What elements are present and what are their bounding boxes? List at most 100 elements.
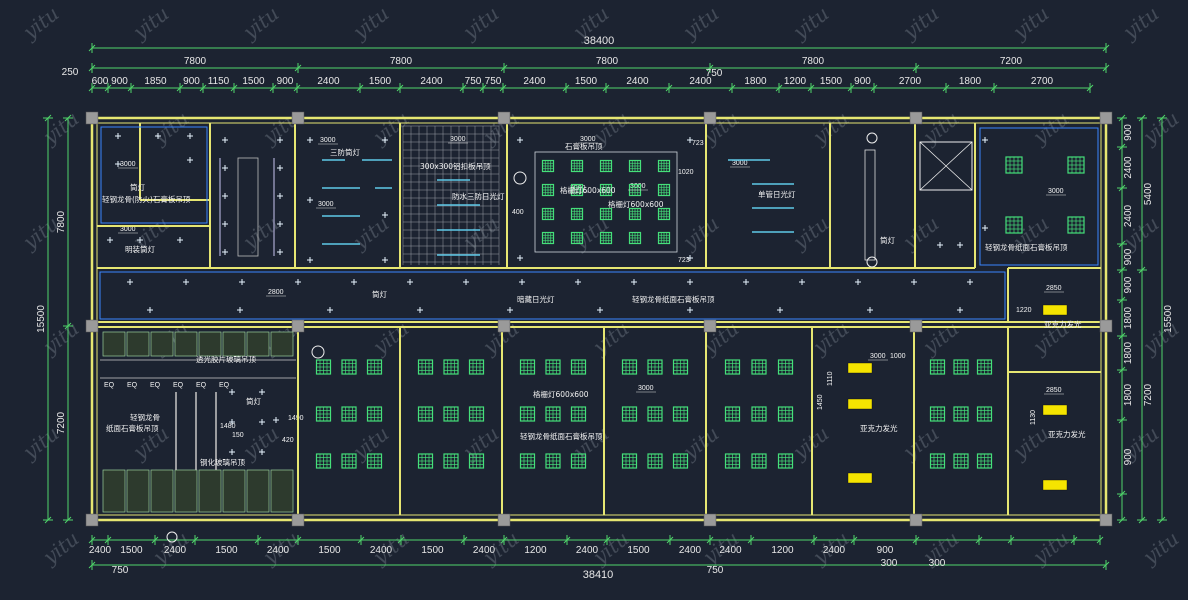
structural-column bbox=[291, 111, 305, 125]
dim-bottom-detail-slash bbox=[706, 536, 714, 544]
grille-light-icon bbox=[1067, 156, 1085, 174]
dim-right-detail-label: 2400 bbox=[1123, 204, 1134, 227]
downlight-icon bbox=[222, 193, 228, 199]
dim-top-bays-slash bbox=[294, 64, 302, 72]
dim-top-detail-slash bbox=[990, 84, 998, 92]
grille-light-icon bbox=[541, 183, 555, 197]
dim-top-detail-slash bbox=[775, 84, 783, 92]
grille-light-icon bbox=[599, 159, 613, 173]
dim-bottom-detail-label: 1200 bbox=[524, 545, 547, 556]
grille-light-icon bbox=[929, 406, 946, 422]
ceiling-height-mark: 2800 bbox=[268, 289, 284, 296]
dim-left-bays-slash bbox=[64, 114, 72, 122]
aluminum-grid-ceiling bbox=[402, 125, 500, 265]
dim-right-detail-slash bbox=[1118, 490, 1126, 498]
downlight-icon bbox=[517, 137, 523, 143]
dim-bottom-detail-label: 1500 bbox=[627, 545, 650, 556]
grille-light-icon bbox=[672, 406, 689, 422]
dim-bottom-detail-label: 2400 bbox=[823, 545, 846, 556]
label-gypsum-ceiling-right: 轻钢龙骨纸面石膏板吊顶 bbox=[985, 242, 1068, 252]
downlight-icon bbox=[517, 255, 523, 261]
grille-light-icon bbox=[628, 207, 642, 221]
grille-light-icon bbox=[599, 183, 613, 197]
label-mineral-wood-ceiling: 透光胶片玻璃吊顶 bbox=[196, 354, 256, 364]
label-open-downlight: 明装筒灯 bbox=[125, 244, 155, 254]
dim-right-detail-label: 2400 bbox=[1123, 156, 1134, 179]
gypsum-ceiling-panel bbox=[534, 151, 678, 253]
grille-light-icon bbox=[315, 406, 332, 422]
grille-light-icon bbox=[545, 359, 561, 375]
grille-light-icon bbox=[541, 231, 555, 245]
dim-right-detail-slash bbox=[1118, 296, 1126, 304]
label-gypsum-ceiling-top-left: 轻钢龙骨(防火)石膏板吊顶 bbox=[102, 194, 191, 204]
dim-bottom-detail-slash bbox=[151, 536, 159, 544]
glass-panel bbox=[270, 331, 294, 357]
grille-light-icon bbox=[751, 406, 767, 422]
eq-mark: EQ bbox=[104, 382, 115, 389]
structural-column bbox=[1099, 513, 1113, 527]
downlight-icon bbox=[259, 449, 265, 455]
grille-light-icon bbox=[657, 207, 671, 221]
downlight-icon bbox=[417, 307, 423, 313]
dim-left-total-slash bbox=[44, 516, 52, 524]
downlight-icon bbox=[307, 197, 313, 203]
dim-top-bays-label: 7200 bbox=[1000, 56, 1023, 67]
label-downlight-bottom-left: 筒灯 bbox=[246, 396, 261, 406]
grille-light-icon bbox=[366, 359, 383, 375]
dim-top-detail-label: 900 bbox=[854, 76, 871, 87]
dim-bottom-detail-slash bbox=[397, 536, 405, 544]
grille-light-icon bbox=[417, 406, 434, 422]
dim-bottom-detail-label: 2400 bbox=[89, 545, 112, 556]
grille-light-icon bbox=[777, 359, 794, 375]
glass-panel bbox=[150, 331, 174, 357]
label-triproof-tube: 防水三防日光灯 bbox=[452, 191, 505, 201]
grille-light-icon bbox=[468, 406, 485, 422]
dim-bottom-detail-label: 1500 bbox=[421, 545, 444, 556]
sprinkler-icon bbox=[166, 531, 178, 543]
exterior-wall bbox=[90, 116, 1108, 522]
downlight-icon bbox=[982, 137, 988, 143]
dim-bottom-detail-label: 2400 bbox=[267, 545, 290, 556]
dim-top-bays-label: 7800 bbox=[390, 56, 413, 67]
downlight-icon bbox=[382, 212, 388, 218]
stair-rail bbox=[864, 149, 876, 261]
label-strong-light-a: 亚克力发光 bbox=[860, 423, 898, 433]
dimension-note: 1020 bbox=[678, 169, 694, 176]
ceiling-height-mark: 3000 bbox=[580, 136, 596, 143]
dim-right-detail-label: 900 bbox=[1123, 124, 1134, 141]
downlight-icon bbox=[957, 242, 963, 248]
dim-right-detail-slash bbox=[1118, 184, 1126, 192]
downlight-icon bbox=[222, 249, 228, 255]
dim-top-detail-label: 2400 bbox=[317, 76, 340, 87]
dim-bottom-detail-label: 2400 bbox=[719, 545, 742, 556]
acrylic-light-panel bbox=[1042, 304, 1068, 316]
dim-top-detail-slash bbox=[199, 84, 207, 92]
downlight-icon bbox=[115, 133, 121, 139]
grille-light-icon bbox=[599, 207, 613, 221]
grille-light-icon bbox=[777, 406, 794, 422]
downlight-icon bbox=[222, 165, 228, 171]
grille-light-icon bbox=[672, 453, 689, 469]
label-single-tube: 单管日光灯 bbox=[758, 189, 796, 199]
downlight-icon bbox=[222, 137, 228, 143]
downlight-icon bbox=[407, 279, 413, 285]
dim-bottom-total-label: 38410 bbox=[583, 569, 614, 581]
dim-bottom-detail-slash bbox=[603, 536, 611, 544]
dim-top-detail-label: 1800 bbox=[959, 76, 982, 87]
structural-column bbox=[1099, 111, 1113, 125]
ceiling-height-mark: 2850 bbox=[1046, 285, 1062, 292]
dim-bottom-detail-slash bbox=[747, 536, 755, 544]
grille-light-icon bbox=[929, 359, 946, 375]
downlight-icon bbox=[597, 307, 603, 313]
dim-bottom-detail-slash bbox=[1070, 536, 1078, 544]
grille-light-icon bbox=[724, 406, 741, 422]
dim-top-detail-slash bbox=[1086, 84, 1094, 92]
dim-top-detail-slash bbox=[728, 84, 736, 92]
downlight-icon bbox=[259, 389, 265, 395]
grille-light-icon bbox=[953, 359, 969, 375]
grille-light-icon bbox=[468, 453, 485, 469]
dim-right-detail-label: 1800 bbox=[1123, 383, 1134, 406]
structural-column bbox=[497, 111, 511, 125]
grille-light-icon bbox=[647, 453, 663, 469]
dim-bottom-detail-slash bbox=[912, 536, 920, 544]
